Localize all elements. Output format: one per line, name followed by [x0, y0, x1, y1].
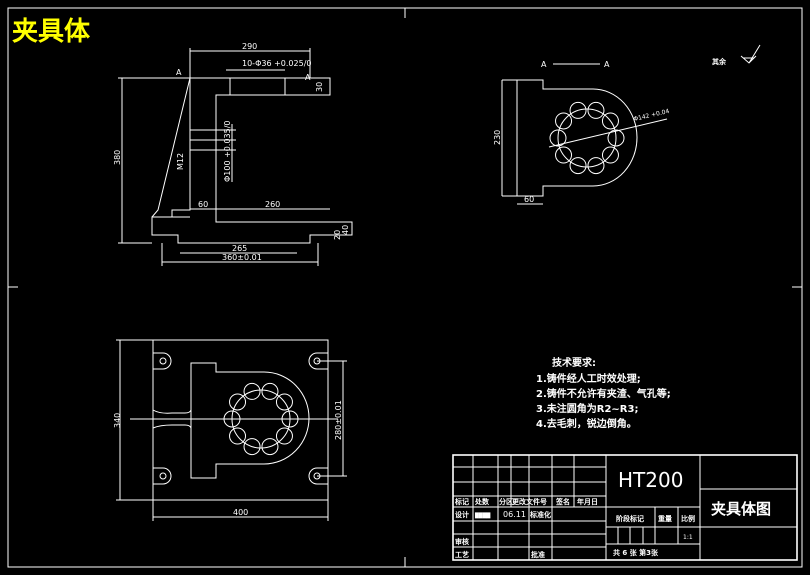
bolt-hole [229, 427, 247, 445]
scale-value: 1:1 [683, 534, 693, 541]
section-a-a-view: A A 230 60 Φ142 +0.04 其余 [493, 44, 761, 205]
weight-label: 重量 [658, 514, 672, 523]
title-block: HT200 夹具体图 标记 处数 分区 更改文件号 签名 年月日 设计 ████… [452, 454, 798, 561]
tech-item: 1.铸件经人工时效处理; [536, 372, 641, 385]
bottom-view: 340 400 280±0.01 [113, 339, 347, 521]
bolt-hole [261, 438, 279, 456]
bolt-hole [587, 157, 605, 175]
header-date: 年月日 [577, 497, 598, 506]
dim-230: 230 [493, 130, 502, 145]
header-change-doc: 更改文件号 [512, 497, 547, 506]
review-label: 审核 [455, 537, 469, 546]
drawing-title: 夹具体 [12, 17, 91, 47]
dim-40: 40 [341, 225, 350, 235]
material: HT200 [618, 468, 683, 492]
approve-label: 批准 [531, 550, 545, 559]
drawing-name: 夹具体图 [711, 500, 771, 518]
header-zone: 分区 [499, 497, 513, 506]
bolt-hole [555, 146, 573, 164]
dim-360: 360±0.01 [222, 253, 262, 262]
corner-slots [153, 352, 328, 485]
dim-60b: 60 [524, 195, 534, 204]
bolt-hole [607, 129, 625, 147]
dim-pcd: Φ142 +0.04 [633, 108, 670, 123]
bolt-hole [243, 382, 261, 400]
date: 06.11 [503, 510, 526, 519]
header-mark: 标记 [454, 497, 469, 506]
pitch-circle [231, 389, 291, 449]
dim-400: 400 [233, 508, 248, 517]
tech-item: 2.铸件不允许有夹渣、气孔等; [536, 387, 671, 400]
section-mark-right: A [305, 73, 311, 82]
sheet-count: 共 6 张 第3张 [613, 548, 659, 557]
dim-280: 280±0.01 [334, 400, 343, 440]
scale-label: 比例 [681, 514, 695, 523]
process-label: 工艺 [455, 550, 469, 559]
dim-260: 260 [265, 200, 280, 209]
bolt-hole [555, 112, 573, 130]
bolt-hole [275, 393, 293, 411]
dim-holes: 10-Φ36 +0.025/0 [242, 59, 311, 68]
header-count: 处数 [474, 497, 490, 506]
bolt-hole [601, 146, 619, 164]
tech-item: 4.去毛刺，锐边倒角。 [536, 417, 637, 430]
bolt-hole [275, 427, 293, 445]
bolt-hole [281, 410, 299, 428]
section-mark-left: A [176, 68, 182, 77]
bolt-hole [569, 101, 587, 119]
dim-30: 30 [315, 82, 324, 92]
bolt-hole [601, 112, 619, 130]
section-label-right: A [604, 60, 610, 69]
tech-requirements: 技术要求: 1.铸件经人工时效处理; 2.铸件不允许有夹渣、气孔等; 3.未注圆… [536, 356, 671, 430]
dim-340: 340 [113, 413, 122, 428]
dim-290: 290 [242, 42, 257, 51]
bolt-hole [549, 129, 567, 147]
bolt-circle [549, 101, 625, 175]
roughness-label: 其余 [712, 57, 727, 66]
design-label: 设计 [455, 510, 469, 519]
tech-item: 3.未注圆角为R2~R3; [536, 402, 638, 415]
front-section-view: 290 10-Φ36 +0.025/0 380 30 A A M12 Φ100 … [113, 42, 353, 266]
bolt-hole [587, 101, 605, 119]
bolt-hole [569, 157, 587, 175]
dim-bore: Φ100 +0.035/0 [223, 121, 232, 183]
dim-380: 380 [113, 150, 122, 165]
bolt-hole [243, 438, 261, 456]
bolt-hole [223, 410, 241, 428]
standardize-label: 标准化 [529, 510, 551, 519]
roughness-symbol-icon [740, 44, 761, 64]
dim-20: 20 [333, 230, 342, 240]
dim-thread: M12 [176, 153, 185, 170]
drawing-frame [7, 7, 803, 568]
stage-label: 阶段标记 [616, 514, 644, 523]
header-signature: 签名 [555, 497, 570, 506]
dim-60: 60 [198, 200, 208, 209]
designer: ████ [474, 512, 491, 519]
tech-title: 技术要求: [552, 356, 596, 369]
bolt-hole [261, 382, 279, 400]
bolt-hole [229, 393, 247, 411]
dim-265: 265 [232, 244, 247, 253]
section-label-left: A [541, 60, 547, 69]
pitch-circle [557, 108, 617, 168]
bolt-circle-bottom [223, 382, 299, 456]
